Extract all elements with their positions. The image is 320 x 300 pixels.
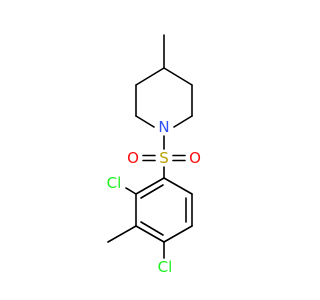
bond-ar3-ar4 — [163, 225, 193, 243]
molecule-structure: N S O O Cl Cl — [107, 34, 201, 276]
bond-ar6-cl-top — [125, 187, 137, 195]
bond-ar4-ar5-inner — [140, 221, 164, 236]
oxygen-right-atom-label: O — [189, 149, 201, 167]
chlorine-bottom-atom-label: Cl — [158, 258, 173, 276]
bond-c2-n — [173, 115, 193, 128]
bond-ar5-methyl — [107, 225, 137, 243]
bond-c5-c4 — [135, 67, 165, 86]
nitrogen-atom-label: N — [158, 118, 169, 136]
bond-c4-c3 — [163, 67, 193, 86]
bond-ar1-ar2 — [163, 177, 193, 195]
oxygen-left-atom-label: O — [127, 149, 139, 167]
bond-ar6-ar1-inner — [140, 184, 164, 199]
chlorine-top-atom-label: Cl — [107, 174, 122, 192]
molecule-canvas: N S O O Cl Cl — [106, 34, 201, 276]
sulfur-atom-label: S — [159, 149, 169, 167]
bond-n-c6 — [135, 115, 155, 128]
bond-ar6-ar1 — [135, 177, 165, 195]
bond-ar4-ar5 — [135, 225, 165, 243]
